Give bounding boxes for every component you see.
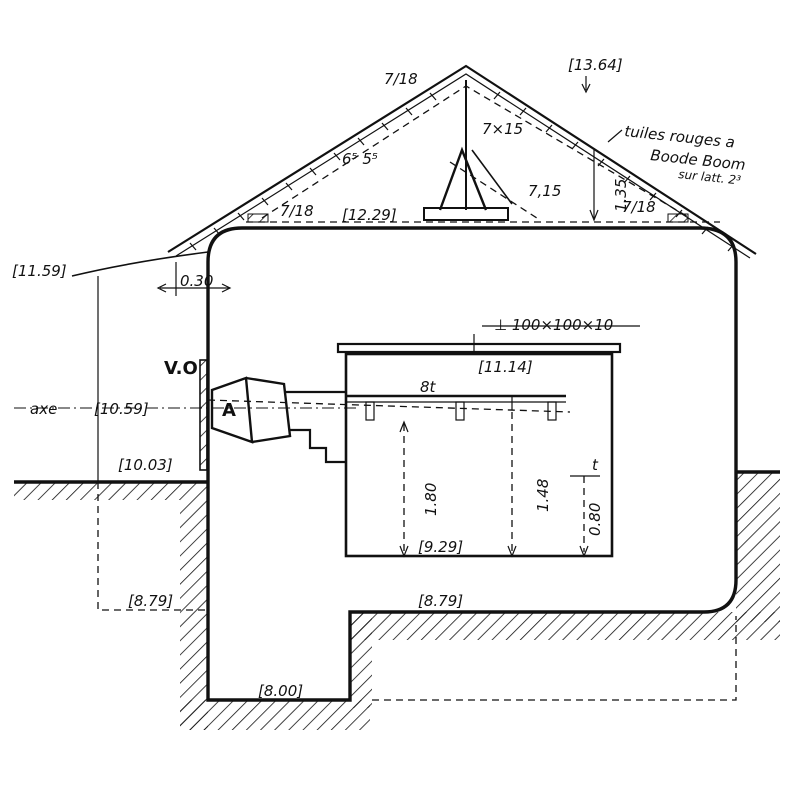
axis-level: [10.59]	[94, 400, 149, 418]
roof-note-line3: sur latt. 2³	[678, 167, 742, 188]
roof-note-line1: tuiles rouges a	[624, 122, 736, 151]
bunker-outline	[206, 226, 738, 702]
trolley-rail	[346, 394, 566, 421]
beam-level: [11.14]	[478, 358, 533, 376]
step-mark: t	[592, 456, 599, 474]
strut-label: 7,15	[528, 182, 561, 200]
left-ground-slope	[71, 251, 209, 277]
left-plate-block	[247, 213, 269, 223]
room-height-a: 1.80	[422, 483, 440, 516]
right-foundation-dashed	[372, 616, 737, 701]
sight-label: V.O	[164, 358, 198, 379]
note-leader	[607, 129, 623, 143]
left-foundation-dashed	[97, 482, 210, 611]
slope-spacing-label: 6⁵ 5⁵	[342, 150, 378, 168]
room-dims	[399, 412, 600, 558]
left-ground-level: [11.59]	[12, 262, 67, 280]
embrasure	[199, 359, 347, 471]
gun-position-label: A	[222, 400, 236, 421]
sole-plate	[423, 207, 509, 221]
roof-base-level: [12.29]	[342, 206, 397, 224]
outer-floor-left-level: [8.79]	[128, 592, 173, 610]
roof-height-label: 1.35	[612, 179, 630, 212]
rail-label: 8t	[420, 378, 437, 396]
base-hatch	[180, 700, 370, 730]
room-floor-level: [9.29]	[418, 538, 463, 556]
post-label: 7×15	[482, 120, 523, 138]
right-plate-block	[667, 213, 689, 223]
room-height-b: 1.48	[534, 479, 552, 512]
truss-legs	[438, 146, 488, 211]
outer-floor-right-level: [8.79]	[418, 592, 463, 610]
sight-plate	[199, 359, 208, 471]
roof-beam	[336, 342, 622, 354]
beam-profile-label: ⊥ 100×100×10	[494, 316, 613, 334]
embrasure-steps	[290, 428, 346, 464]
wall-thickness-label: 0.30	[180, 272, 213, 290]
strut-dashed	[449, 161, 541, 221]
gun-body	[245, 376, 292, 444]
right-plate-label: 7/18	[622, 198, 656, 216]
earth-hatching	[14, 472, 780, 730]
ridge-level: [13.64]	[568, 56, 623, 74]
room-height-c: 0.80	[586, 503, 604, 536]
roof-slope-inner	[175, 73, 751, 259]
axis-line-inner	[207, 399, 571, 413]
axis-label: axe	[30, 400, 57, 418]
base-level: [8.00]	[258, 682, 303, 700]
floor-right-hatch	[350, 612, 780, 640]
roof-height-arrow	[589, 209, 599, 222]
ground-left-hatch	[14, 482, 208, 500]
left-plate-label: 7/18	[280, 202, 314, 220]
wall-left-hatch	[180, 500, 208, 730]
wall-right-hatch	[736, 472, 780, 622]
embrasure-low-level: [10.03]	[118, 456, 173, 474]
top-timber-label: 7/18	[384, 70, 418, 88]
truss-strut	[471, 149, 513, 205]
roof	[167, 64, 757, 259]
roof-slope	[167, 64, 757, 255]
